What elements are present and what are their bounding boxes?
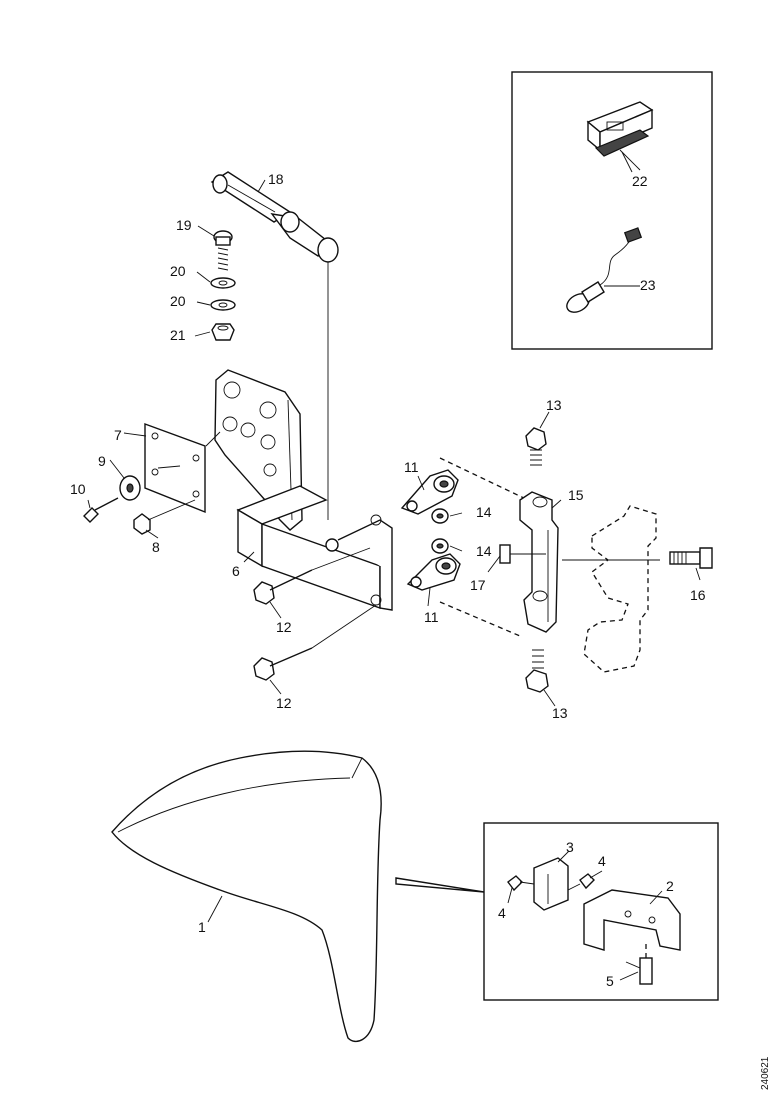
callout-14-upper: 14 — [476, 504, 492, 520]
callout-3: 3 — [566, 839, 574, 855]
assembly-line-lower — [439, 601, 521, 637]
part-20-washer-upper — [210, 277, 236, 289]
part-1-mirror-cover — [111, 750, 382, 1043]
part-16-bolt — [669, 547, 713, 569]
part-13-bolt-upper — [525, 427, 547, 466]
callout-10: 10 — [70, 481, 86, 497]
part-4-screw-right — [567, 873, 595, 891]
part-10-screw — [83, 497, 119, 523]
bolt-12-upper-leader — [311, 547, 371, 571]
callout-18: 18 — [268, 171, 284, 187]
part-7-plate — [144, 422, 221, 514]
bolt-12-lower-leader — [311, 604, 377, 649]
part-13-bolt-lower — [525, 649, 549, 693]
callout-14-lower: 14 — [476, 543, 492, 559]
callout-23: 23 — [640, 277, 656, 293]
part-3-clip — [533, 857, 569, 911]
callout-9: 9 — [98, 453, 106, 469]
part-17-pin — [499, 544, 546, 564]
callout-22: 22 — [632, 173, 648, 189]
part-11-link-upper — [400, 469, 459, 515]
callout-12-lower: 12 — [276, 695, 292, 711]
callout-labels: 1 2 3 4 4 5 6 7 8 9 10 11 11 12 12 13 13… — [70, 171, 706, 989]
callout-8: 8 — [152, 539, 160, 555]
part-15-hinge-bracket — [519, 491, 559, 633]
callout-17: 17 — [470, 577, 486, 593]
callout-13-upper: 13 — [546, 397, 562, 413]
part-5-clip — [625, 940, 653, 985]
callout-leaders — [87, 151, 701, 981]
callout-15: 15 — [568, 487, 584, 503]
inset-box-sensors — [511, 71, 713, 350]
callout-20-lower: 20 — [170, 293, 186, 309]
callout-20-upper: 20 — [170, 263, 186, 279]
callout-16: 16 — [690, 587, 706, 603]
part-8-bolt — [133, 499, 196, 535]
part-22-sensor-housing — [586, 101, 654, 171]
inset-box-brackets — [483, 822, 719, 1001]
callout-21: 21 — [170, 327, 186, 343]
inset-pointer — [395, 877, 485, 893]
callout-7: 7 — [114, 427, 122, 443]
part-12-bolt-upper — [253, 569, 313, 605]
part-4-screw-left — [507, 875, 535, 892]
callout-6: 6 — [232, 563, 240, 579]
part-12-bolt-lower — [253, 647, 313, 681]
part-23-sensor-cable — [566, 227, 643, 313]
callout-1: 1 — [198, 919, 206, 935]
part-11-link-lower — [406, 553, 461, 591]
callout-12-upper: 12 — [276, 619, 292, 635]
part-14-bush-lower — [431, 538, 449, 554]
part-21-nut — [211, 323, 235, 341]
callout-4-left: 4 — [498, 905, 506, 921]
callout-13-lower: 13 — [552, 705, 568, 721]
callout-11-lower: 11 — [424, 609, 439, 625]
part-9-washer — [119, 475, 141, 501]
reference-code: 240621 — [760, 1056, 771, 1090]
part-19-ball-stud — [213, 230, 233, 271]
part-20-washer-lower — [210, 299, 236, 311]
part-18-gas-strut — [210, 171, 339, 263]
callout-11-upper: 11 — [404, 459, 419, 475]
callout-4-right: 4 — [598, 853, 606, 869]
mirror-base-cover — [583, 505, 657, 673]
callout-2: 2 — [666, 878, 674, 894]
part-2-bracket — [583, 889, 681, 951]
callout-19: 19 — [176, 217, 192, 233]
callout-5: 5 — [606, 973, 614, 989]
assembly-line-upper — [439, 457, 529, 501]
part-6-bracket — [236, 485, 393, 611]
part-14-bush-upper — [431, 508, 449, 524]
